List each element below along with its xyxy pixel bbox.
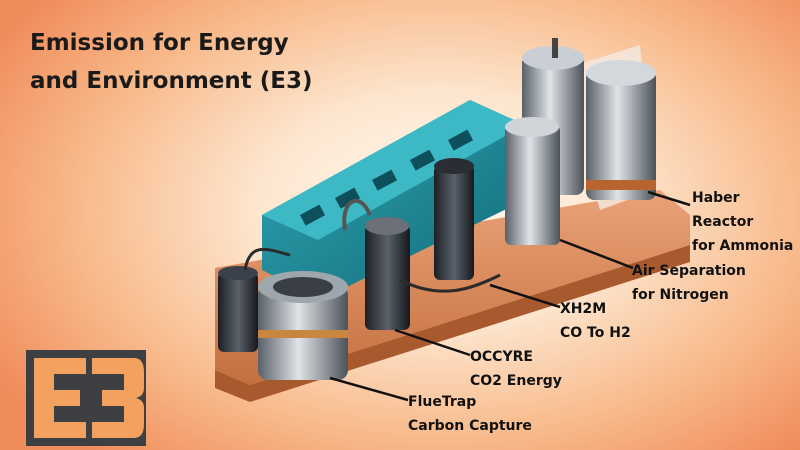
title-line-2: and Environment (E3) — [30, 68, 313, 94]
callout-fluetrap: FlueTrap Carbon Capture — [408, 390, 532, 438]
callout-xh2m: XH2M CO To H2 — [560, 297, 631, 345]
callout-line: FlueTrap — [408, 394, 477, 410]
callout-line: Carbon Capture — [408, 418, 532, 434]
haber-reactor-tank-right — [586, 70, 656, 200]
air-separation-cylinder — [505, 125, 560, 245]
callout-line: OCCYRE — [470, 349, 533, 365]
callout-occyre: OCCYRE CO2 Energy — [470, 345, 562, 393]
callout-line: CO To H2 — [560, 325, 631, 341]
e3-logo — [26, 350, 146, 446]
callout-line: for Ammonia — [692, 238, 794, 254]
callout-haber-reactor: Haber Reactor for Ammonia — [692, 186, 793, 258]
callout-line: Reactor — [692, 214, 754, 230]
callout-line: Air Separation — [632, 263, 746, 279]
xh2m-column — [434, 165, 474, 280]
callout-line: XH2M — [560, 301, 607, 317]
leader-line-occyre — [394, 328, 471, 357]
poster-title: Emission for Energy and Environment (E3) — [30, 24, 350, 100]
leader-line-air-separation — [559, 238, 634, 270]
callout-line: CO2 Energy — [470, 373, 562, 389]
occyre-unit — [365, 225, 410, 330]
callout-line: Haber — [692, 190, 740, 206]
small-canister — [218, 272, 258, 352]
leader-line-xh2m — [489, 283, 561, 309]
callout-air-separation: Air Separation for Nitrogen — [632, 259, 746, 307]
title-line-1: Emission for Energy — [30, 30, 289, 56]
callout-line: for Nitrogen — [632, 287, 729, 303]
leader-line-fluetrap — [329, 376, 409, 402]
leader-line-haber — [647, 190, 691, 207]
